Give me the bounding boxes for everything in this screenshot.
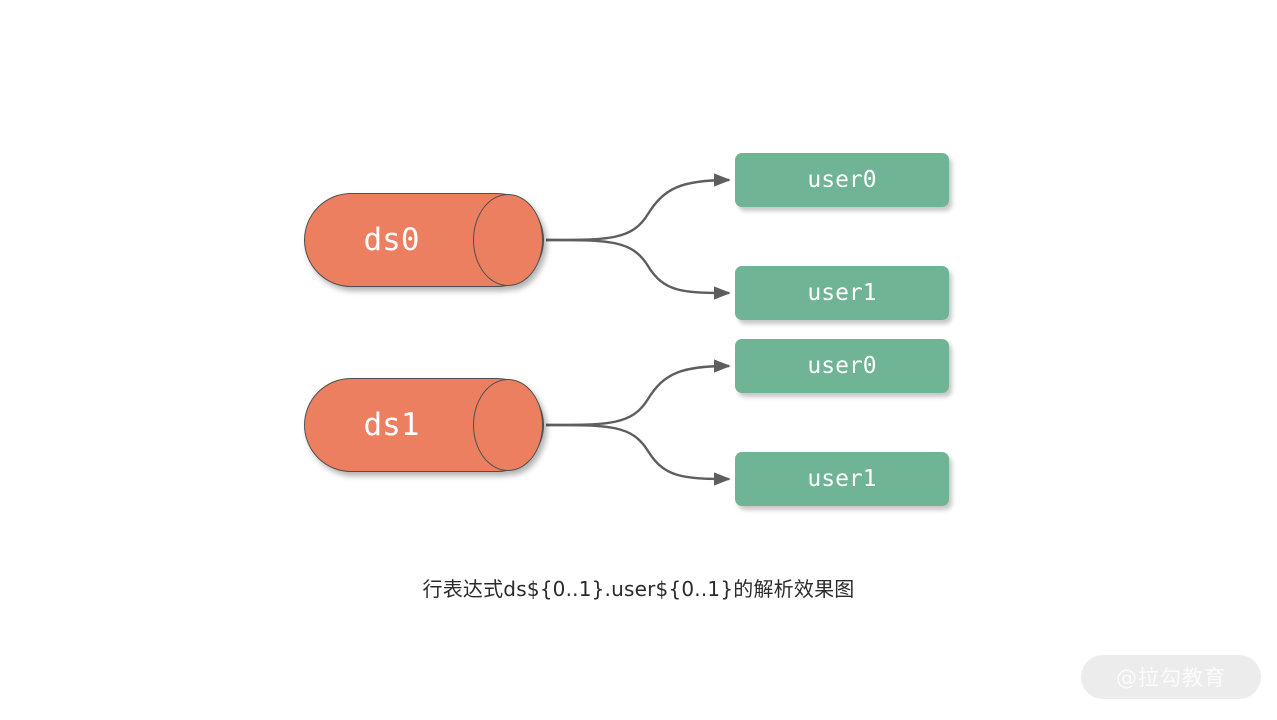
datasource-node-ds0[interactable]: ds0 <box>304 193 544 287</box>
table-label: user1 <box>807 465 877 492</box>
diagram-caption: 行表达式ds${0..1}.user${0..1}的解析效果图 <box>422 577 855 601</box>
table-node-ds0-user0[interactable]: user0 <box>735 153 949 207</box>
table-label: user0 <box>807 352 877 379</box>
edge-ds1-user1 <box>545 423 731 486</box>
table-node-ds0-user1[interactable]: user1 <box>735 266 949 320</box>
watermark-label: @拉勾教育 <box>1116 666 1226 690</box>
cylinder-cap-icon <box>473 194 543 286</box>
watermark-badge: @拉勾教育 <box>1081 655 1261 699</box>
table-node-ds1-user0[interactable]: user0 <box>735 339 949 393</box>
edge-ds1-user0 <box>545 359 731 427</box>
table-node-ds1-user1[interactable]: user1 <box>735 452 949 506</box>
datasource-label: ds0 <box>363 221 420 258</box>
edge-ds0-user0 <box>545 173 731 242</box>
cylinder-cap-icon <box>473 379 543 471</box>
datasource-node-ds1[interactable]: ds1 <box>304 378 544 472</box>
edge-ds0-user1 <box>545 238 731 300</box>
table-label: user0 <box>807 166 877 193</box>
datasource-label: ds1 <box>363 406 420 443</box>
table-label: user1 <box>807 279 877 306</box>
